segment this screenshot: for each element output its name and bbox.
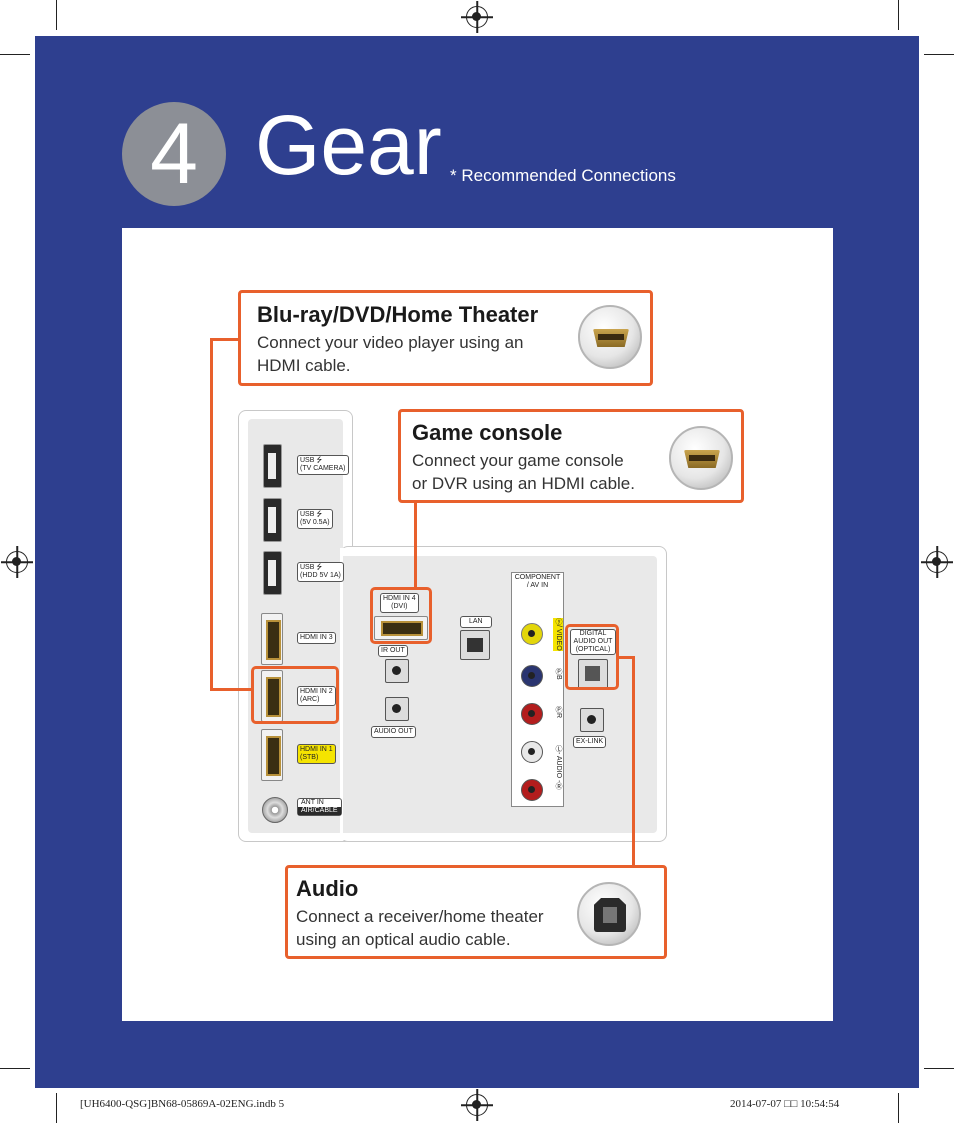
- crop-mark: [924, 1068, 954, 1069]
- hdmi4-highlight: [370, 587, 432, 644]
- hdmi4-port-label: HDMI IN 4(DVI): [380, 593, 419, 614]
- audio-callout-title: Audio: [296, 876, 359, 901]
- connector-line: [414, 500, 417, 589]
- hdmi-cable-icon: [578, 305, 642, 369]
- connector-line: [617, 656, 635, 659]
- crop-mark: [0, 1068, 30, 1069]
- audio-left-jack: [521, 741, 543, 763]
- component-label: COMPONENT/ AV IN: [514, 574, 561, 590]
- hdmi-port: [261, 670, 283, 722]
- component-pb-jack: [521, 665, 543, 687]
- connector-line: [632, 656, 635, 867]
- registration-mark-icon: [466, 6, 488, 28]
- usb-port-label: USB ⭍(5V 0.5A): [297, 509, 333, 530]
- ir-out-label: IR OUT: [378, 645, 408, 658]
- ex-link-label: EX-LINK: [573, 736, 607, 749]
- hdmi-port: [261, 729, 283, 781]
- usb-port: [263, 498, 282, 542]
- lan-port: [460, 630, 490, 660]
- connector-line: [210, 338, 213, 691]
- ex-link-jack: [580, 708, 604, 732]
- hdmi-port-label: HDMI IN 1(STB): [297, 744, 336, 765]
- crop-mark: [898, 1093, 899, 1123]
- optical-port: [578, 659, 608, 689]
- component-pr-jack: [521, 703, 543, 725]
- registration-mark-icon: [466, 1094, 488, 1116]
- audio-right-jack: [521, 779, 543, 801]
- component-av-strip: [511, 572, 564, 807]
- usb-port: [263, 551, 282, 595]
- video-vertical-label: ⓨ/ VIDEO: [553, 618, 563, 651]
- optical-highlight: [565, 624, 619, 690]
- registration-mark-icon: [6, 551, 28, 573]
- crop-mark: [924, 54, 954, 55]
- video-jack: [521, 623, 543, 645]
- footer-file-info: [UH6400-QSG]BN68-05869A-02ENG.indb 5: [80, 1098, 285, 1110]
- page-subtitle: * Recommended Connections: [450, 166, 676, 185]
- bluray-callout: Blu-ray/DVD/Home Theater Connect your vi…: [238, 290, 653, 386]
- antenna-port: [262, 797, 288, 823]
- connector-line: [210, 688, 253, 691]
- audio-out-label: AUDIO OUT: [371, 726, 416, 739]
- step-number-badge: 4: [122, 102, 226, 206]
- panel-join: [343, 556, 355, 833]
- usb-port: [263, 444, 282, 488]
- ir-out-jack: [385, 659, 409, 683]
- hdmi-port: [374, 616, 428, 640]
- crop-mark: [898, 0, 899, 30]
- hdmi-port-label: HDMI IN 2(ARC): [297, 686, 336, 707]
- hdmi-cable-icon: [669, 426, 733, 490]
- audio-vertical-label: Ⓛ- AUDIO -Ⓡ: [555, 745, 562, 790]
- page-title: Gear: [255, 98, 442, 192]
- crop-mark: [56, 1093, 57, 1123]
- pb-vertical-label: ⓅB: [555, 668, 562, 680]
- usb-port-label: USB ⭍(TV CAMERA): [297, 455, 349, 476]
- audio-out-jack: [385, 697, 409, 721]
- usb-port-label: USB ⭍(HDD 5V 1A): [297, 562, 344, 583]
- game-console-callout-title: Game console: [412, 420, 563, 445]
- pr-vertical-label: ⓅR: [555, 706, 562, 719]
- registration-mark-icon: [926, 551, 948, 573]
- lan-port-label: LAN: [460, 616, 492, 629]
- hdmi-port: [261, 613, 283, 665]
- crop-mark: [0, 54, 30, 55]
- footer-timestamp: 2014-07-07 □□ 10:54:54: [730, 1098, 840, 1110]
- hdmi2-highlight: [251, 666, 339, 724]
- crop-mark: [56, 0, 57, 30]
- connector-line: [210, 338, 241, 341]
- bluray-callout-title: Blu-ray/DVD/Home Theater: [257, 302, 539, 327]
- hdmi-port-label: HDMI IN 3: [297, 632, 336, 645]
- optical-cable-icon: [577, 882, 641, 946]
